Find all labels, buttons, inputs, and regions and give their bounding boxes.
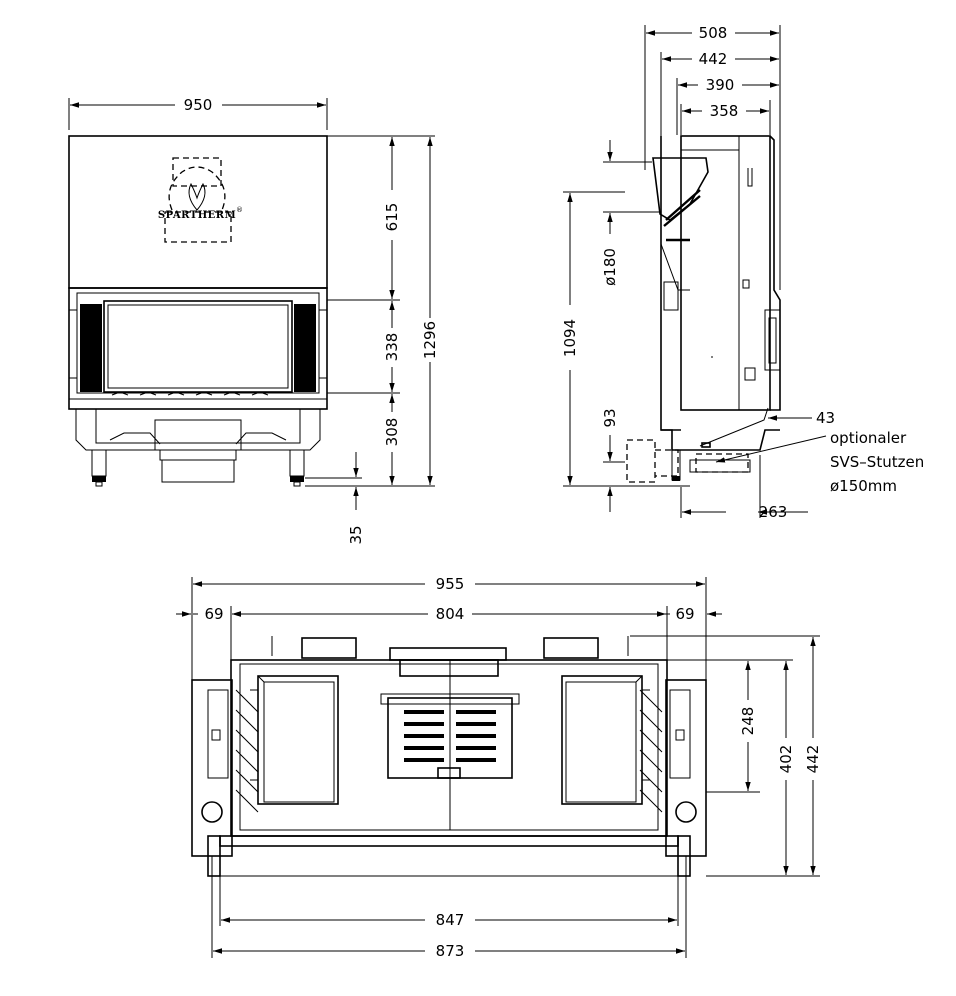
dim-label-1094: 1094 xyxy=(561,319,579,357)
dim-label-35: 35 xyxy=(347,525,365,544)
top-view: 955 69 804 69 xyxy=(176,575,822,960)
side-top-dims: 508 442 390 358 xyxy=(644,24,781,290)
side-body xyxy=(660,135,781,431)
dim-label-1296: 1296 xyxy=(421,321,439,359)
top-vertical-dims: 248 402 442 xyxy=(630,635,822,877)
base-frame xyxy=(75,409,321,487)
brand-logo: SPARTHERM ® xyxy=(158,157,243,243)
top-grate xyxy=(380,660,520,830)
left-brick-panel xyxy=(80,304,102,392)
note-line-3: ø150mm xyxy=(830,477,897,495)
top-side-blocks xyxy=(191,679,707,877)
right-brick-panel xyxy=(294,304,316,392)
top-flue-bumps xyxy=(271,636,629,677)
dim-label-248: 248 xyxy=(739,707,757,736)
svs-outlet xyxy=(626,439,749,483)
glass-panel xyxy=(103,300,293,393)
side-flue-collar xyxy=(652,157,780,481)
front-view: 950 SPARTHERM ® xyxy=(68,96,439,545)
dim-label-442-top: 442 xyxy=(804,745,822,774)
dim-label-69-left: 69 xyxy=(204,605,223,623)
foot-left xyxy=(92,476,106,482)
logo-mark: ® xyxy=(236,206,243,214)
side-vertical-dims: ø180 1094 93 xyxy=(561,140,690,512)
dim-label-390: 390 xyxy=(706,76,735,94)
foot-right xyxy=(290,476,304,482)
dim-label-402: 402 xyxy=(777,745,795,774)
top-body xyxy=(230,659,668,837)
front-vertical-dims: 615 338 308 1296 35 xyxy=(305,135,439,545)
dim-label-69-right: 69 xyxy=(675,605,694,623)
side-view: 508 442 390 358 xyxy=(561,24,924,521)
dim-label-442: 442 xyxy=(699,50,728,68)
dim-label-358: 358 xyxy=(710,102,739,120)
dim-label-flue-180: ø180 xyxy=(601,248,619,286)
note-line-2: SVS–Stutzen xyxy=(830,453,924,471)
dim-label-308: 308 xyxy=(383,418,401,447)
dim-width-950: 950 xyxy=(68,96,328,130)
dim-label-615: 615 xyxy=(383,203,401,232)
dim-label-508: 508 xyxy=(699,24,728,42)
dim-label-93: 93 xyxy=(601,408,619,427)
note-line-1: optionaler xyxy=(830,429,907,447)
logo-text: SPARTHERM xyxy=(158,210,236,221)
dim-label-847: 847 xyxy=(436,911,465,929)
dim-label-804: 804 xyxy=(436,605,465,623)
side-right-dims: 43 optionaler SVS–Stutzen ø150mm 263 xyxy=(680,409,924,521)
flue-outlet xyxy=(161,459,235,483)
dim-label-263: 263 xyxy=(759,503,788,521)
dim-label-950: 950 xyxy=(184,96,213,114)
dim-label-955: 955 xyxy=(436,575,465,593)
dim-label-43: 43 xyxy=(816,409,835,427)
top-bottom-dims: 847 873 xyxy=(211,856,687,960)
dim-label-338: 338 xyxy=(383,333,401,362)
dim-label-873: 873 xyxy=(436,942,465,960)
